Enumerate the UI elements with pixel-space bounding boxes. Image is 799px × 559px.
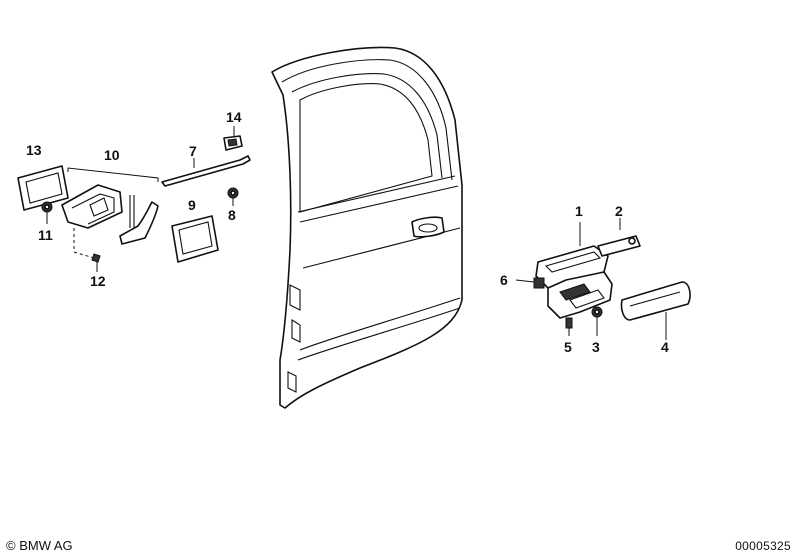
part-6-clip (515, 277, 545, 289)
part-11-clip (41, 201, 53, 224)
part-2-bracket (597, 218, 641, 257)
part-5-screw (565, 317, 573, 336)
callout-6: 6 (500, 272, 508, 288)
callout-10: 10 (104, 147, 120, 163)
part-8-nut (227, 187, 239, 206)
callout-labels: 1 2 3 4 5 6 7 8 9 10 11 12 13 14 (26, 109, 669, 355)
callout-12: 12 (90, 273, 106, 289)
part-14-clip (223, 126, 243, 151)
callout-5: 5 (564, 339, 572, 355)
part-10-handle-housing (61, 167, 159, 245)
part-7-rod (161, 155, 251, 187)
part-3-nut (591, 306, 603, 336)
part-12-screw (73, 228, 101, 272)
copyright-notice: © BMW AG (6, 538, 73, 553)
callout-8: 8 (228, 207, 236, 223)
part-1-handle-carrier (535, 222, 613, 319)
callout-11: 11 (38, 227, 53, 243)
callout-4: 4 (661, 339, 669, 355)
part-13-trim-bezel (17, 165, 69, 211)
callout-14: 14 (226, 109, 242, 125)
callout-1: 1 (575, 203, 583, 219)
part-4-handle-cover (620, 281, 691, 340)
callout-3: 3 (592, 339, 600, 355)
callout-13: 13 (26, 142, 42, 158)
drawing-number: 00005325 (735, 539, 791, 553)
part-9-escutcheon (171, 215, 219, 263)
callout-9: 9 (188, 197, 196, 213)
rear-door (271, 46, 463, 409)
callout-2: 2 (615, 203, 623, 219)
callout-7: 7 (189, 143, 197, 159)
